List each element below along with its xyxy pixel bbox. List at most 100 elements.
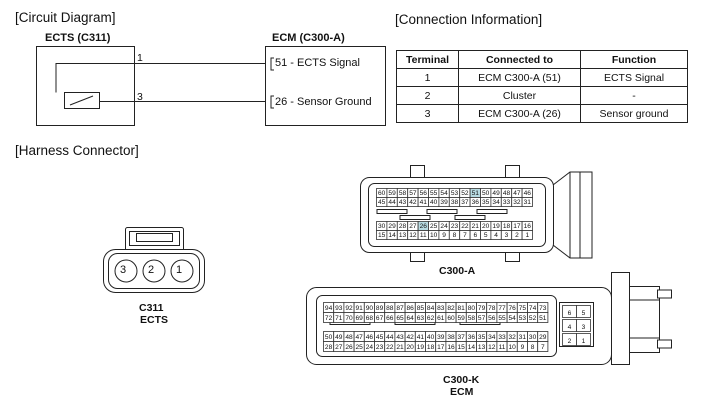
c300k-pin-number: 45 [376,334,384,341]
table-header-cell: Connected to [458,50,581,69]
c311-pin [170,259,194,283]
c300k-pin-number: 79 [478,305,486,312]
c300k-pin-number: 12 [488,344,496,351]
c300a-pin-number: 30 [378,223,386,230]
c300a-pin-number: 9 [442,232,446,239]
c300a-pin-number: 21 [472,223,480,230]
c300a-pin-number: 17 [513,223,521,230]
c300k-pin-number: 8 [531,344,535,351]
c300a-pin-number: 26 [420,223,428,230]
c300a-pin-number: 18 [503,223,511,230]
c300a-pin-number: 57 [409,190,417,197]
c300a-pin-number: 60 [378,190,386,197]
c300k-pin-number: 62 [427,315,435,322]
c300a-pin-number: 40 [430,199,438,206]
c300k-pin-number: 66 [386,315,394,322]
c300k-pin-number: 83 [437,305,445,312]
c300a-pin-number: 43 [399,199,407,206]
c300a-pin-number: 55 [430,190,438,197]
c300k-pin-number: 71 [335,315,343,322]
c300k-pin-number: 85 [417,305,425,312]
c300k-pin-number: 29 [539,334,547,341]
sensor-symbol [64,92,100,109]
wire-signal [55,63,265,93]
c300k-pin-number: 25 [356,344,364,351]
c300k-side-pin-cell [576,305,591,318]
c300k-pin-number: 51 [539,315,547,322]
c300k-pin-number: 70 [345,315,353,322]
c300k-pin-number: 23 [376,344,384,351]
c300k-pin-number: 87 [396,305,404,312]
c311-pin-1: 1 [176,264,183,276]
c300k-pin-number: 19 [417,344,425,351]
c311-pin-3: 3 [120,264,127,276]
c300k-pin-number: 20 [407,344,415,351]
c300a-pin-number: 33 [503,199,511,206]
c300k-pin-number: 74 [529,305,537,312]
c300k-pin-number: 9 [521,344,525,351]
c300a-pin-number: 34 [492,199,500,206]
c300k-pin-number: 81 [458,305,466,312]
c311-pin-2: 2 [148,264,155,276]
ecm-connector-label: ECM [450,386,474,398]
c300k-pin-number: 76 [509,305,517,312]
c300a-pin-cell [521,197,533,207]
harness-section-title: [Harness Connector] [15,143,139,158]
c300a-pin-number: 28 [399,223,407,230]
connection-section-title: [Connection Information] [395,12,543,27]
c300k-pin-number: 49 [335,334,343,341]
connection-table: Terminal Connected to Function 1 ECM C30… [396,50,688,123]
ects-box [36,46,135,126]
c300a-pin-number: 3 [505,232,509,239]
c300k-pin-number: 26 [345,344,353,351]
c300k-side-pin-number: 4 [568,324,572,331]
c300a-pin-number: 42 [409,199,417,206]
c300k-pin-number: 47 [356,334,364,341]
c300a-pin-number: 27 [409,223,417,230]
c300k-pin-cell [537,312,549,323]
c300k-pin-number: 75 [519,305,527,312]
ects-connector-label: ECTS [140,314,169,326]
c300k-pin-number: 48 [345,334,353,341]
table-cell: ECM C300-A (26) [458,104,581,123]
table-header-cell: Function [580,50,688,69]
c300k-pin-number: 88 [386,305,394,312]
c300k-pin-number: 42 [407,334,415,341]
c300k-pin-number: 93 [335,305,343,312]
c300a-pin-number: 10 [430,232,438,239]
c300k-pin-number: 27 [335,344,343,351]
c300a-label: C300-A [439,265,476,277]
c300k-pin-number: 69 [356,315,364,322]
c300k-pin-number: 34 [488,334,496,341]
c300a-pin-number: 4 [494,232,498,239]
c300a-pin-number: 29 [388,223,396,230]
c300k-pin-number: 80 [468,305,476,312]
c300a-pin-number: 15 [378,232,386,239]
c300a-pin-number: 32 [513,199,521,206]
c300a-pin-number: 38 [451,199,459,206]
c300k-pin-number: 52 [529,315,537,322]
c300a-pin-number: 25 [430,223,438,230]
c300k-pin-number: 57 [478,315,486,322]
c300k-pin-number: 24 [366,344,374,351]
ecm-pin-51-label: 51 - ECTS Signal [275,57,360,69]
c300k-pin-number: 92 [345,305,353,312]
wire-number-3: 3 [137,91,143,103]
c300a-pin-number: 54 [440,190,448,197]
c300k-pin-number: 64 [407,315,415,322]
c300k-pin-number: 28 [325,344,333,351]
c300k-side-pin-number: 1 [582,338,586,345]
c300k-pin-number: 13 [478,344,486,351]
c300a-pin-number: 52 [461,190,469,197]
c300k-pin-number: 86 [407,305,415,312]
c300k-pin-number: 31 [519,334,527,341]
c300k-pin-number: 77 [498,305,506,312]
table-row: 3 ECM C300-A (26) Sensor ground [396,104,688,123]
c300a-pin-number: 19 [492,223,500,230]
c300k-pin-number: 50 [325,334,333,341]
c300a-pin-number: 7 [463,232,467,239]
ecm-label: ECM (C300-A) [272,32,345,44]
c300a-pin-number: 23 [451,223,459,230]
c300k-pin-number: 84 [427,305,435,312]
